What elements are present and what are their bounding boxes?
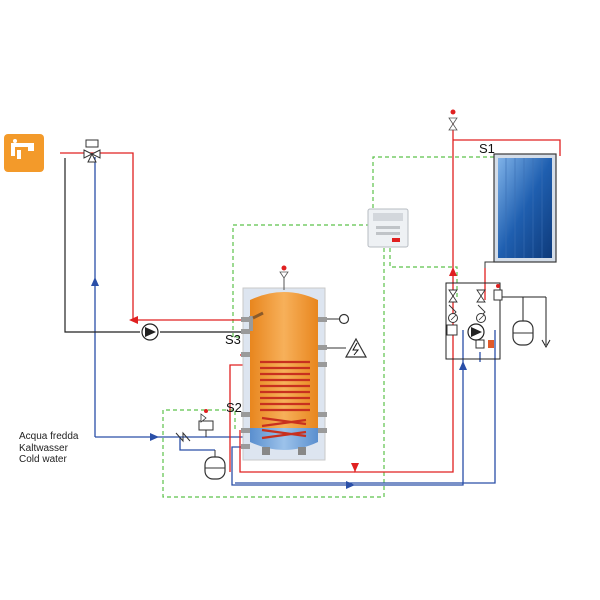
safety-group <box>198 409 214 437</box>
expansion-vessel-icon <box>204 450 226 480</box>
cold-water-label-en: Cold water <box>19 454 67 465</box>
sensor-label-s1: S1 <box>479 141 495 156</box>
hot-flow-arrow <box>449 267 457 276</box>
hot-flow-arrow <box>129 316 138 324</box>
check-valve-icon <box>175 431 191 443</box>
heating-coil-upper <box>260 360 310 412</box>
controller-icon <box>367 208 409 248</box>
mixing-valve-icon <box>83 139 101 163</box>
solar-pump-station <box>445 282 551 360</box>
collector-return-line <box>484 261 494 268</box>
electric-heater-icon <box>327 337 368 358</box>
cold-flow-arrow <box>91 277 99 286</box>
cold-lines <box>94 157 496 486</box>
solar-pump-icon <box>467 323 485 341</box>
storage-tank <box>242 287 326 461</box>
sensor-label-s2: S2 <box>226 400 242 415</box>
cold-water-label: Acqua fredda Kaltwasser Cold water <box>19 431 79 466</box>
solar-expansion-vessel-icon <box>512 320 534 346</box>
station-gauges <box>446 313 494 349</box>
cold-flow-arrow <box>459 361 467 370</box>
safety-valve-icon <box>279 265 289 290</box>
cold-water-label-it: Acqua fredda <box>19 431 79 442</box>
sensor-label-s3: S3 <box>225 332 241 347</box>
tank-connections <box>241 317 327 449</box>
thermometer-icon <box>327 313 350 325</box>
cold-water-label-de: Kaltwasser <box>19 442 68 454</box>
heating-coil-lower <box>261 416 307 440</box>
hot-flow-arrow <box>351 463 359 472</box>
cold-flow-arrow <box>346 481 355 489</box>
cold-flow-arrow <box>150 433 159 441</box>
air-vent-icon <box>448 109 458 131</box>
tap-icon <box>4 134 44 172</box>
station-valves <box>448 289 486 320</box>
pump-icon <box>141 323 159 341</box>
solar-collector-icon <box>493 153 557 263</box>
control-lines <box>162 156 494 498</box>
recirculation-line <box>64 158 252 333</box>
station-safety-valve <box>493 284 503 301</box>
